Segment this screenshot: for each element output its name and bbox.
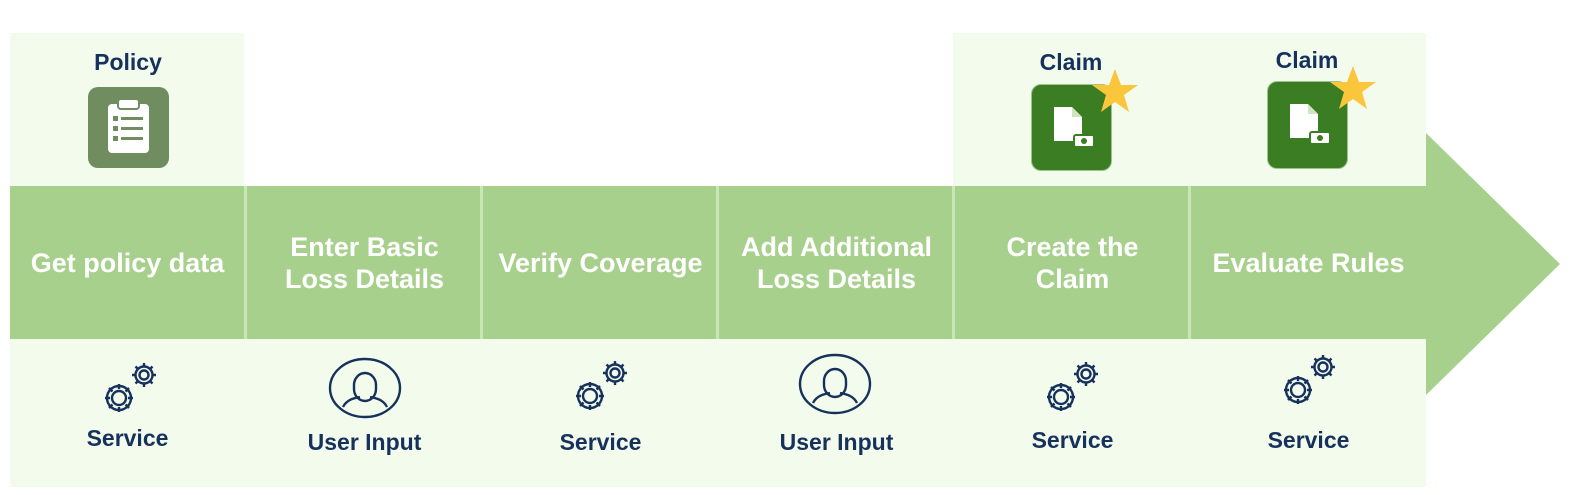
- claim-document-icon: [1031, 84, 1112, 171]
- object-label-claim: Claim: [1039, 49, 1103, 75]
- step-verify-coverage: Verify Coverage: [483, 186, 718, 339]
- step-create-the-claim: Create the Claim: [955, 186, 1190, 339]
- step-title: Create the Claim: [1006, 231, 1139, 294]
- step-title: Evaluate Rules: [1212, 247, 1405, 278]
- step-divider: [1188, 186, 1191, 339]
- object-label-policy: Policy: [94, 49, 162, 75]
- step-divider: [952, 186, 955, 339]
- actor-label: User Input: [307, 429, 422, 455]
- step-divider: [480, 186, 483, 339]
- claim-document-icon: [1267, 81, 1348, 169]
- step-add-additional-loss-details: Add Additional Loss Details: [719, 186, 954, 339]
- star-icon: [1330, 66, 1376, 109]
- step-divider: [244, 186, 247, 339]
- step-title: Get policy data: [30, 247, 225, 278]
- star-icon: [1092, 69, 1138, 112]
- gears-icon: [1047, 362, 1098, 411]
- actor-label: Service: [86, 425, 169, 451]
- step-get-policy-data: Get policy data: [10, 186, 245, 339]
- clipboard-icon: [88, 87, 169, 168]
- step-evaluate-rules: Evaluate Rules: [1191, 186, 1426, 339]
- gears-icon: [105, 363, 156, 412]
- user-icon: [328, 357, 402, 419]
- step-title: Verify Coverage: [498, 247, 703, 278]
- arrow-shape: [10, 133, 1560, 395]
- step-divider: [716, 186, 719, 339]
- user-icon: [798, 353, 872, 415]
- actor-band: [10, 339, 1426, 487]
- actor-label: Service: [1031, 427, 1114, 453]
- actor-label: User Input: [779, 429, 894, 455]
- gears-icon: [1284, 355, 1335, 404]
- actor-label: Service: [559, 429, 642, 455]
- step-title: Add Additional Loss Details: [741, 231, 932, 294]
- step-title: Enter Basic Loss Details: [284, 231, 445, 294]
- gears-icon: [576, 361, 627, 410]
- object-label-claim: Claim: [1275, 47, 1339, 73]
- step-enter-basic-loss-details: Enter Basic Loss Details: [247, 186, 482, 339]
- actor-label: Service: [1267, 427, 1350, 453]
